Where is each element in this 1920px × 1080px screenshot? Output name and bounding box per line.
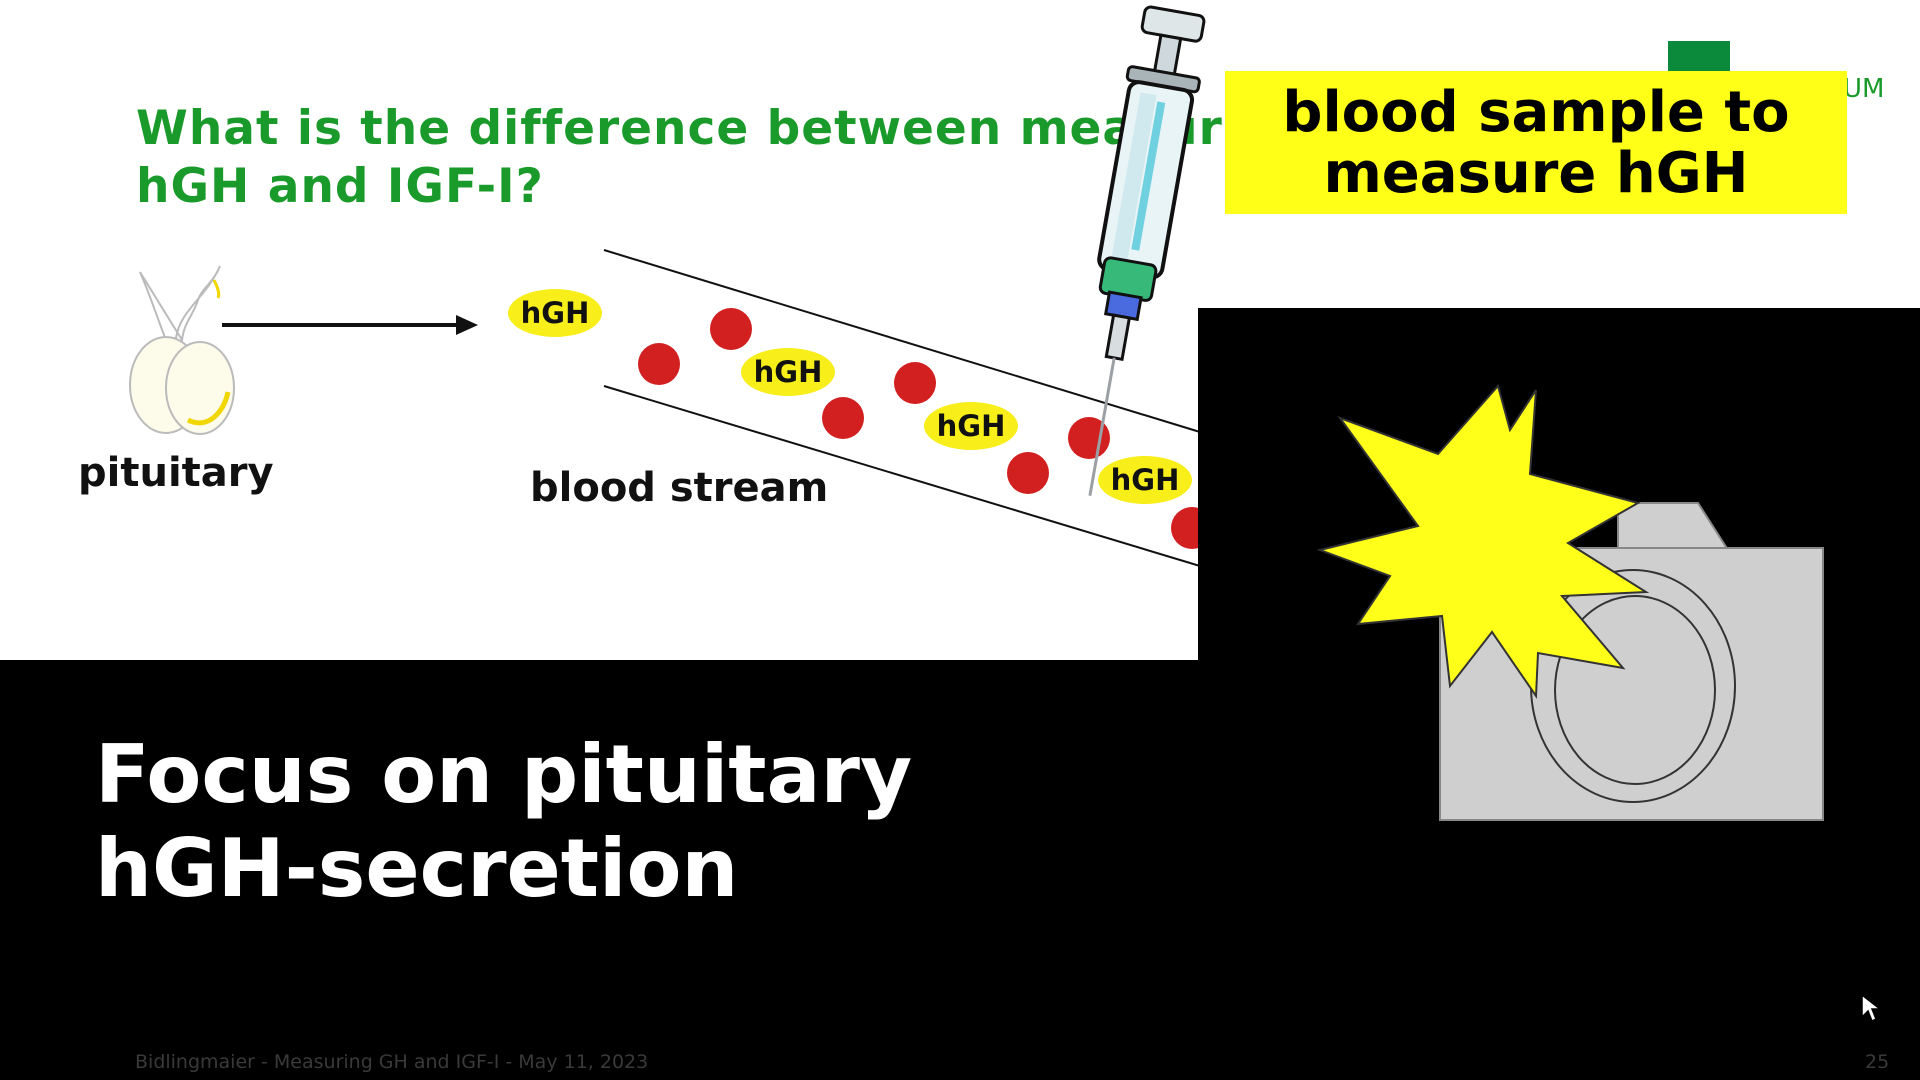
callout-line: measure hGH (1323, 140, 1749, 206)
overlay-title-line: Focus on pituitary (95, 728, 913, 821)
slide-number: 25 (1865, 1051, 1890, 1073)
slide-footer: Bidlingmaier - Measuring GH and IGF-I - … (135, 1051, 649, 1073)
hgh-label: hGH (1098, 456, 1192, 504)
blood-cells (638, 308, 1213, 549)
hgh-label: hGH (508, 289, 602, 337)
pituitary-icon (129, 265, 235, 435)
callout-line: blood sample to (1282, 79, 1790, 145)
overlay-title-line: hGH-secretion (95, 822, 739, 915)
camera-icon (1316, 383, 1824, 821)
logo-text: UM (1843, 74, 1885, 104)
hgh-label: hGH (924, 402, 1018, 450)
pituitary-label: pituitary (78, 450, 274, 496)
hgh-label: hGH (741, 348, 835, 396)
syringe-icon (1088, 5, 1206, 497)
blood-sample-callout: blood sample to measure hGH (1225, 71, 1847, 214)
overlay-title: Focus on pituitary hGH-secretion (95, 728, 912, 916)
flash-burst-icon (1316, 383, 1650, 700)
arrow-right-icon (222, 315, 478, 335)
blood-stream-label: blood stream (530, 465, 829, 511)
logo-mark (1668, 41, 1730, 71)
mouse-cursor-icon (1861, 993, 1880, 1023)
slide-question: What is the difference between measuring… (136, 101, 1309, 214)
